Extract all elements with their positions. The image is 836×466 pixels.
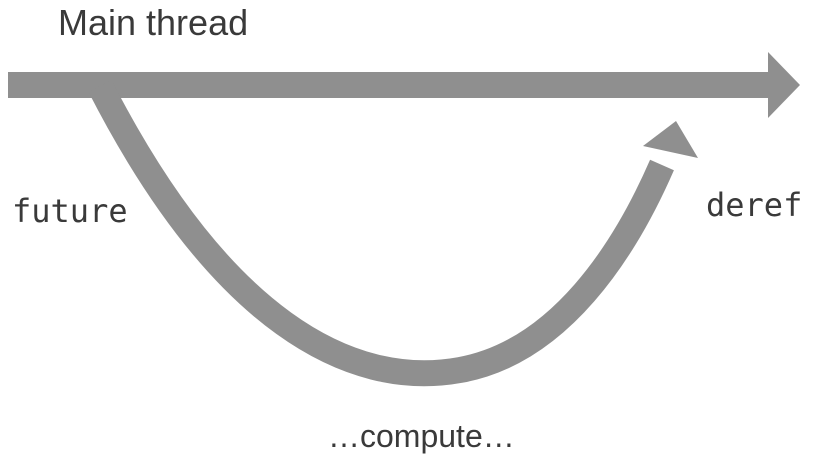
future-arrow [88,80,698,387]
main-thread-shaft [8,72,774,98]
deref-label: deref [706,186,803,224]
main-thread-arrow [8,52,800,118]
future-label: future [12,192,128,230]
compute-label: …compute… [328,418,515,454]
main-thread-arrowhead [768,52,800,118]
main-thread-label: Main thread [58,2,249,43]
future-arrow-head [643,121,698,158]
future-arrow-curve [88,80,674,387]
